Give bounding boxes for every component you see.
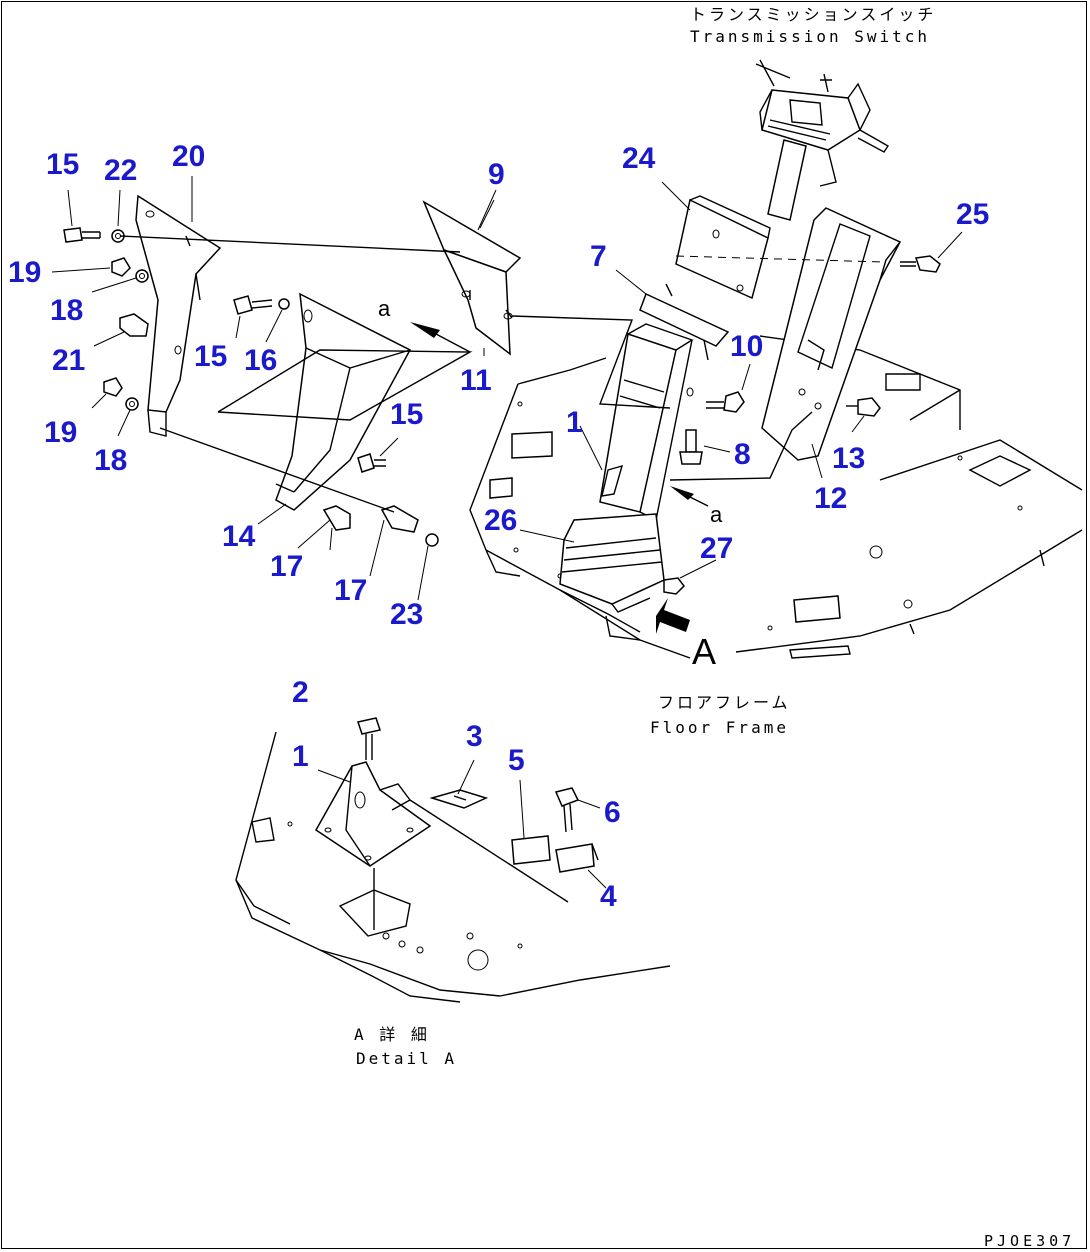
part-number-18-a: 18	[50, 294, 83, 327]
bracket-20	[135, 194, 222, 437]
part-number-27: 27	[700, 532, 733, 565]
part-number-25: 25	[956, 198, 989, 231]
label-5	[511, 835, 551, 865]
transmission-switch-label-en: Transmission Switch	[690, 27, 930, 46]
detail-a-label-en: Detail A	[356, 1049, 457, 1068]
direction-arrow-a	[410, 322, 709, 507]
part-number-15-b: 15	[194, 340, 227, 373]
part-number-23: 23	[390, 598, 423, 631]
plate-3	[429, 789, 489, 809]
cover-12	[761, 207, 902, 461]
part-number-11: 11	[460, 364, 492, 397]
floor-frame-label-en: Floor Frame	[650, 718, 789, 737]
part-number-3: 3	[466, 720, 483, 753]
fasteners-left	[63, 227, 149, 411]
part-number-21: 21	[52, 344, 85, 377]
part-number-8: 8	[734, 438, 751, 471]
plate-7	[639, 283, 730, 397]
part-number-1-main: 1	[566, 406, 583, 439]
part-number-20: 20	[172, 140, 205, 173]
floor-frame-upper	[469, 335, 1083, 659]
part-number-2: 2	[292, 676, 309, 709]
part-number-15-a: 15	[46, 148, 79, 181]
arrow-label-a-top: a	[378, 296, 391, 321]
part-number-1-detail: 1	[292, 740, 309, 773]
view-label-A: A	[692, 631, 716, 672]
part-number-17-a: 17	[270, 550, 303, 583]
arrow-label-a-bottom: a	[710, 502, 723, 527]
bracket-4	[555, 843, 599, 873]
part-number-22: 22	[104, 154, 137, 187]
floor-frame-label-jp: フロアフレーム	[658, 693, 791, 712]
fasteners-center	[233, 295, 439, 547]
part-number-6: 6	[604, 796, 621, 829]
part-number-13: 13	[832, 442, 865, 475]
part-number-18-b: 18	[94, 444, 127, 477]
part-number-7: 7	[590, 240, 607, 273]
part-number-12: 12	[814, 482, 847, 515]
part-number-17-b: 17	[334, 574, 367, 607]
bolt-6	[554, 787, 580, 833]
bolt-2	[357, 717, 381, 760]
detail-a-label-jp: A 詳 細	[354, 1025, 430, 1044]
steering-column-1	[559, 323, 694, 613]
part-number-14: 14	[222, 520, 256, 553]
transmission-switch-label-jp: トランスミッションスイッチ	[690, 5, 936, 24]
detail-a-floor	[235, 731, 671, 1003]
part-number-10: 10	[730, 330, 763, 363]
part-number-19-b: 19	[44, 416, 77, 449]
bracket-1-detail	[315, 761, 432, 867]
fasteners-right	[663, 255, 941, 595]
part-number-16: 16	[244, 344, 277, 377]
part-number-4: 4	[600, 880, 617, 913]
transmission-switch	[755, 59, 889, 221]
part-number-24: 24	[622, 142, 656, 175]
part-number-5: 5	[508, 744, 525, 777]
cover-14	[275, 292, 412, 511]
part-number-19-a: 19	[8, 256, 41, 289]
part-number-9: 9	[488, 158, 505, 191]
callouts	[51, 176, 963, 889]
cover-24	[675, 195, 771, 300]
part-number-15-c: 15	[390, 398, 423, 431]
part-number-26: 26	[484, 504, 517, 537]
view-arrow-A	[656, 598, 690, 634]
drawing-code: PJOE307	[984, 1232, 1075, 1250]
